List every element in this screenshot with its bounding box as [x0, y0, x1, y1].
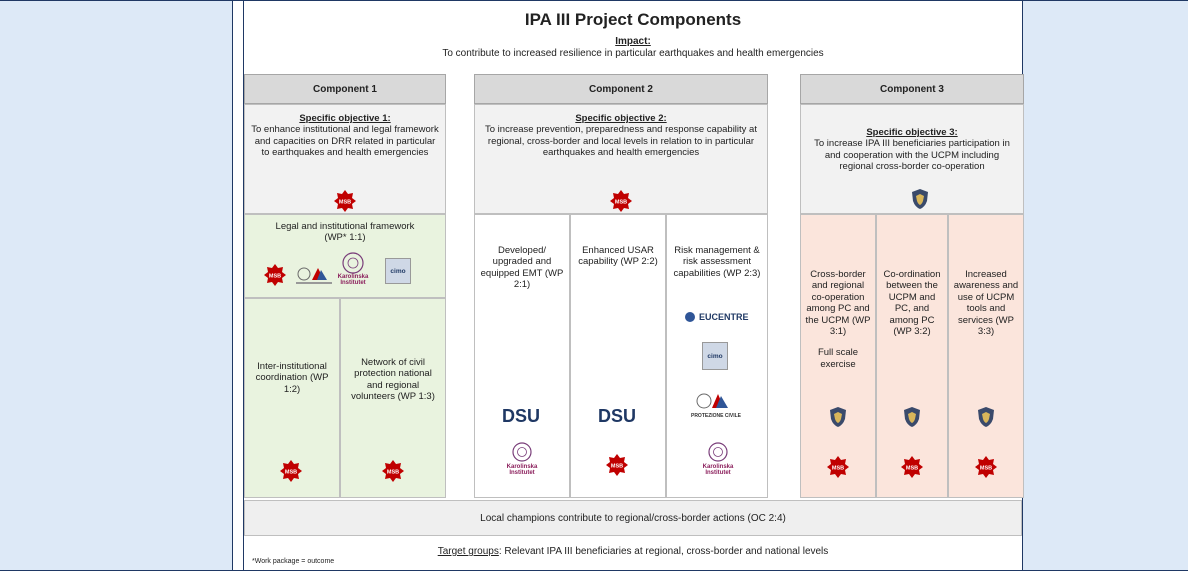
protezione-civile-logo-icon [296, 267, 332, 284]
diagram-title: IPA III Project Components [524, 10, 742, 29]
frame-divider-left [232, 0, 233, 571]
component-1-objective: Specific objective 1: To enhance institu… [244, 104, 446, 214]
wp-3-1-label: Cross-border and regional co-operation a… [805, 269, 871, 337]
svg-text:MSB: MSB [906, 466, 918, 472]
impact-text: To contribute to increased resilience in… [442, 48, 824, 59]
svg-text:MSB: MSB [387, 470, 399, 476]
protezione-civile-logo-text: PROTEZIONE CIVILE [690, 413, 741, 419]
svg-text:MSB: MSB [980, 466, 992, 472]
cimo-logo-text: cimo [707, 352, 723, 360]
dsu-logo-text: DSU [501, 406, 540, 426]
wp-1-1-label: Legal and institutional framework (WP* 1… [275, 221, 415, 244]
dsu-logo: DSU [582, 406, 652, 427]
eucentre-logo-text: EUCENTRE [699, 312, 749, 322]
msb-logo-icon: MSB [606, 454, 628, 476]
wp-3-1-cell: Cross-border and regional co-operation a… [800, 214, 876, 498]
footnote: *Work package = outcome [252, 558, 335, 565]
ucpm-shield-icon [904, 407, 920, 427]
dsu-logo-text: DSU [597, 406, 636, 426]
eucentre-logo: EUCENTRE [684, 310, 754, 324]
right-side-cell [1022, 0, 1188, 571]
objective-3-title: Specific objective 3: [866, 127, 958, 138]
ucpm-shield-icon [830, 407, 846, 427]
msb-logo-icon: MSB [827, 456, 849, 478]
component-3-header: Component 3 [800, 74, 1024, 104]
svg-text:MSB: MSB [285, 470, 297, 476]
wp-3-2-cell: Co-ordination between the UCPM and PC, a… [876, 214, 948, 498]
wp-2-2-label: Enhanced USAR capability (WP 2:2) [578, 245, 658, 268]
msb-logo-icon: MSB [264, 264, 286, 286]
eucentre-mark-icon [685, 312, 695, 322]
karolinska-seal-icon [512, 442, 532, 462]
karolinska-logo-text: Karolinska Institutet [337, 274, 369, 286]
ucpm-shield-icon [978, 407, 994, 427]
objective-3-body: To increase IPA III beneficiaries partic… [814, 138, 1010, 173]
wp-2-3-label: Risk management & risk assessment capabi… [673, 245, 761, 279]
svg-text:MSB: MSB [611, 464, 623, 470]
component-1-header: Component 1 [244, 74, 446, 104]
left-side-cell [0, 0, 232, 571]
wp-2-1-cell: Developed/ upgraded and equipped EMT (WP… [474, 214, 570, 498]
objective-2-title: Specific objective 2: [575, 113, 667, 124]
cimo-logo: cimo [385, 258, 411, 284]
local-champions-row: Local champions contribute to regional/c… [244, 500, 1022, 536]
frame-divider-left-inner [243, 0, 244, 571]
wp-1-1-cell: Legal and institutional framework (WP* 1… [244, 214, 446, 298]
msb-logo-icon: MSB [975, 456, 997, 478]
target-groups-text: : Relevant IPA III beneficiaries at regi… [498, 546, 829, 557]
msb-logo-icon: MSB [334, 190, 356, 212]
karolinska-seal-icon [342, 252, 364, 274]
component-2-header: Component 2 [474, 74, 768, 104]
svg-text:MSB: MSB [832, 466, 844, 472]
frame-top-border [0, 0, 1188, 1]
karolinska-seal-icon [708, 442, 728, 462]
cimo-logo-text: cimo [390, 267, 406, 275]
wp-2-2-cell: Enhanced USAR capability (WP 2:2) [570, 214, 666, 498]
objective-1-title: Specific objective 1: [299, 113, 391, 124]
impact-label: Impact: [615, 36, 651, 47]
msb-logo-icon: MSB [382, 460, 404, 482]
local-champions-text: Local champions contribute to regional/c… [480, 512, 786, 524]
ucpm-shield-icon [912, 189, 928, 209]
svg-text:MSB: MSB [269, 274, 281, 280]
msb-logo-icon: MSB [901, 456, 923, 478]
msb-label: MSB [339, 200, 351, 206]
protezione-civile-logo-icon [696, 393, 728, 409]
wp-1-3-label: Network of civil protection national and… [351, 357, 435, 403]
msb-logo-icon: MSB [280, 460, 302, 482]
target-groups-label: Target groups [437, 546, 499, 557]
msb-logo-icon: MSB [610, 190, 632, 212]
wp-1-2-label: Inter-institutional coordination (WP 1:2… [255, 361, 329, 395]
svg-text:MSB: MSB [615, 200, 627, 206]
objective-2-body: To increase prevention, preparedness and… [485, 124, 757, 159]
component-3-objective: Specific objective 3: To increase IPA II… [800, 104, 1024, 214]
cimo-logo: cimo [702, 342, 728, 370]
wp-3-2-label: Co-ordination between the UCPM and PC, a… [883, 269, 941, 337]
diagram-canvas: IPA III Project Components Impact: To co… [244, 2, 1024, 570]
dsu-logo: DSU [486, 406, 556, 427]
target-groups: Target groups: Relevant IPA III benefici… [244, 546, 1022, 557]
wp-2-1-label: Developed/ upgraded and equipped EMT (WP… [480, 245, 564, 291]
karolinska-logo-text: Karolinska Institutet [702, 464, 734, 476]
wp-3-3-label: Increased awareness and use of UCPM tool… [953, 269, 1019, 337]
objective-1-body: To enhance institutional and legal frame… [251, 124, 439, 159]
wp-3-3-cell: Increased awareness and use of UCPM tool… [948, 214, 1024, 498]
karolinska-logo-text: Karolinska Institutet [506, 464, 538, 476]
full-scale-exercise-note: Full scale exercise [817, 347, 859, 370]
